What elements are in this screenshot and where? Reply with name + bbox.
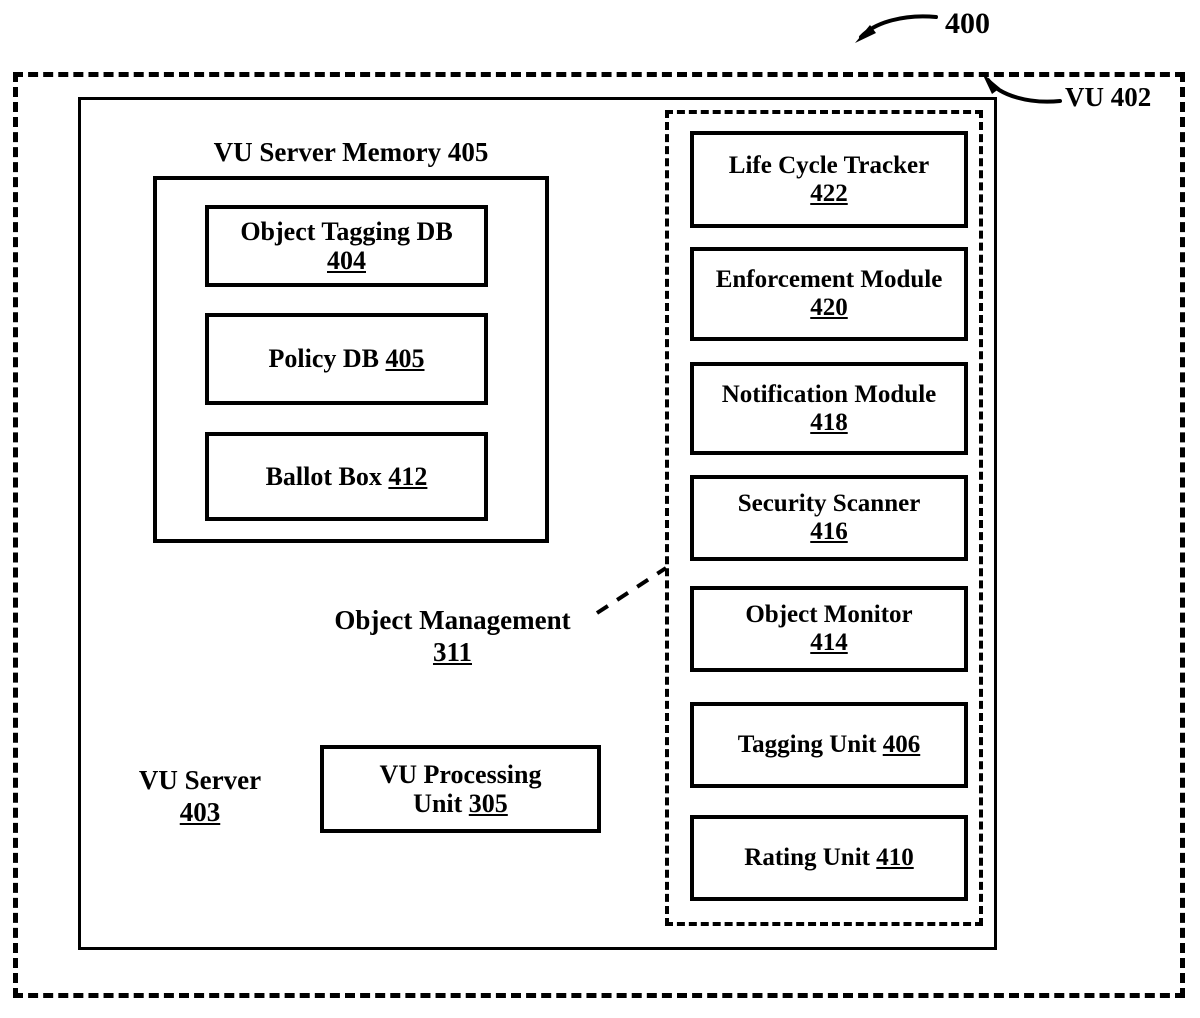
life-cycle-tracker-number: 422 — [810, 179, 848, 207]
object-tagging-db-box: Object Tagging DB 404 — [205, 205, 488, 287]
tagging-unit-box: Tagging Unit 406 — [690, 702, 968, 788]
object-monitor-box: Object Monitor 414 — [690, 586, 968, 672]
figure-number-arrow — [855, 14, 938, 43]
object-tagging-db-number: 404 — [327, 246, 366, 275]
vu-server-memory-title: VU Server Memory 405 — [213, 137, 489, 167]
vu-processing-unit-label-line2: Unit — [413, 789, 463, 818]
notification-module-box: Notification Module 418 — [690, 362, 968, 455]
policy-db-label: Policy DB — [268, 344, 380, 374]
ballot-box-label: Ballot Box — [265, 461, 382, 491]
enforcement-module-label: Enforcement Module — [715, 266, 943, 293]
object-monitor-number: 414 — [810, 629, 848, 656]
vu-processing-unit-label-line1: VU Processing — [379, 759, 542, 789]
tagging-unit-label: Tagging Unit — [737, 731, 877, 758]
security-scanner-label: Security Scanner — [737, 490, 921, 517]
vu-402-callout-label: VU 402 — [1065, 82, 1152, 112]
figure-number-label: 400 — [945, 7, 990, 40]
vu-outer-boundary — [13, 72, 1185, 998]
object-management-number: 311 — [432, 636, 472, 667]
object-monitor-label: Object Monitor — [745, 601, 913, 628]
vu-processing-unit-number: 305 — [468, 789, 508, 818]
policy-db-number: 405 — [385, 344, 425, 374]
object-management-label-text: Object Management — [334, 605, 571, 635]
life-cycle-tracker-box: Life Cycle Tracker 422 — [690, 131, 968, 228]
vu-server-number: 403 — [179, 796, 221, 827]
vu-server-label: VU Server 403 — [110, 765, 290, 829]
ballot-box-box: Ballot Box 412 — [205, 432, 488, 521]
enforcement-module-box: Enforcement Module 420 — [690, 247, 968, 341]
rating-unit-label: Rating Unit — [744, 844, 870, 871]
enforcement-module-number: 420 — [810, 294, 848, 321]
vu-processing-unit-box: VU Processing Unit 305 — [320, 745, 601, 833]
rating-unit-box: Rating Unit 410 — [690, 815, 968, 901]
notification-module-label: Notification Module — [721, 380, 937, 408]
life-cycle-tracker-label: Life Cycle Tracker — [728, 151, 930, 179]
security-scanner-box: Security Scanner 416 — [690, 475, 968, 561]
vu-server-label-text: VU Server — [138, 765, 262, 795]
ballot-box-number: 412 — [388, 461, 428, 491]
tagging-unit-number: 406 — [882, 731, 921, 758]
object-tagging-db-label: Object Tagging DB — [240, 216, 453, 246]
object-management-container — [665, 110, 983, 926]
notification-module-number: 418 — [810, 408, 848, 436]
rating-unit-number: 410 — [876, 844, 914, 871]
object-management-label: Object Management 311 — [300, 605, 605, 669]
policy-db-box: Policy DB 405 — [205, 313, 488, 405]
security-scanner-number: 416 — [810, 518, 848, 545]
